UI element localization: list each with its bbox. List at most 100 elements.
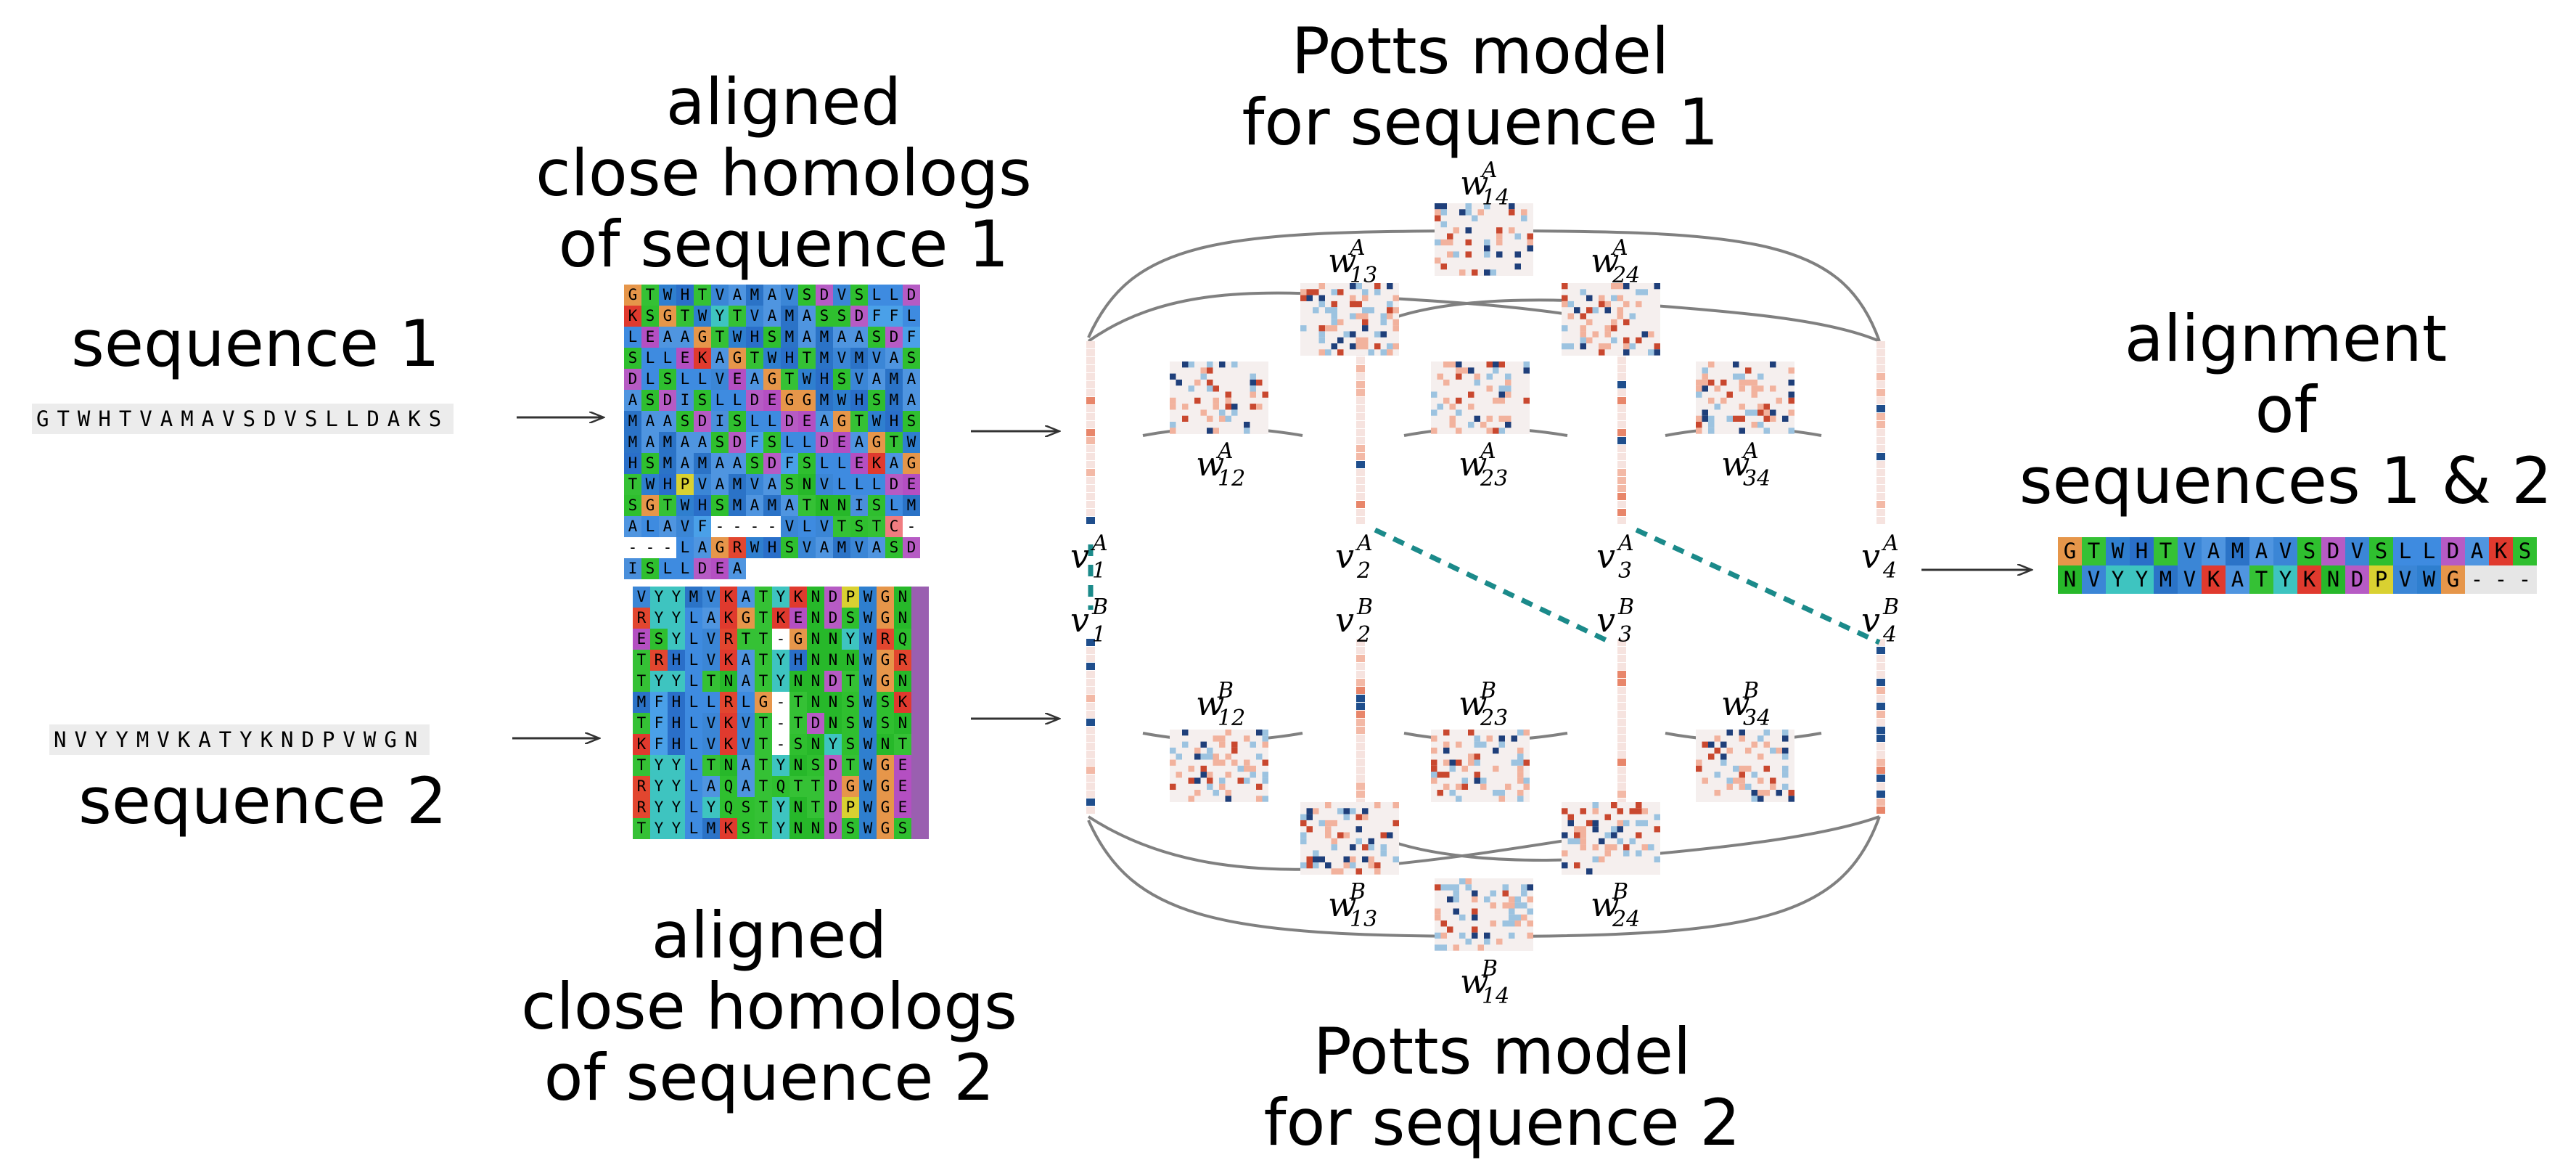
msa-cell: M bbox=[624, 411, 641, 432]
heatmap-cell bbox=[1733, 777, 1739, 784]
heatmap-cell bbox=[1313, 850, 1319, 857]
heatmap-cell bbox=[1498, 741, 1505, 748]
heatmap-cell bbox=[1182, 415, 1189, 422]
heatmap-cell bbox=[1496, 227, 1503, 234]
heatmap-cell bbox=[1521, 215, 1527, 221]
field-cell bbox=[1086, 421, 1095, 428]
heatmap-cell bbox=[1493, 747, 1499, 754]
msa-cell: N bbox=[807, 608, 824, 629]
heatmap-cell bbox=[1648, 349, 1654, 356]
alignment-cell: S bbox=[2369, 537, 2393, 565]
alignment-cell: D bbox=[2345, 565, 2369, 594]
heatmap-cell bbox=[1523, 362, 1530, 368]
heatmap-cell bbox=[1449, 404, 1456, 410]
heatmap-cell bbox=[1380, 319, 1387, 326]
msa-cell: S bbox=[885, 537, 903, 558]
heatmap-cell bbox=[1623, 301, 1630, 308]
msa-cell: T bbox=[798, 495, 816, 516]
msa-cell: W bbox=[903, 432, 920, 453]
heatmap-cell bbox=[1745, 367, 1752, 374]
field-cell bbox=[1617, 493, 1626, 500]
msa-cell: F bbox=[903, 327, 920, 348]
msa-cell: S bbox=[737, 797, 755, 818]
heatmap-cell bbox=[1207, 747, 1213, 754]
msa-cell: R bbox=[633, 608, 650, 629]
msa-cell: N bbox=[824, 713, 842, 734]
field-cell bbox=[1876, 775, 1885, 782]
heatmap-cell bbox=[1493, 362, 1499, 368]
heatmap-w23-b bbox=[1431, 730, 1530, 802]
field-cell bbox=[1876, 485, 1885, 492]
heatmap-cell bbox=[1440, 932, 1447, 939]
msa-cell: S bbox=[711, 495, 729, 516]
heatmap-cell bbox=[1592, 826, 1599, 833]
heatmap-cell bbox=[1250, 772, 1256, 778]
sequence-2-label: sequence 2 bbox=[78, 764, 448, 838]
field-cell bbox=[1086, 357, 1095, 364]
msa-cell: S bbox=[624, 495, 641, 516]
math-base: v bbox=[1070, 600, 1089, 640]
heatmap-cell bbox=[1763, 741, 1770, 748]
msa-cell: Y bbox=[772, 797, 789, 818]
msa-cell: W bbox=[859, 818, 877, 839]
heatmap-cell bbox=[1757, 422, 1764, 428]
arcs-model-a bbox=[1087, 229, 1881, 343]
msa-cell: S bbox=[833, 306, 850, 327]
msa-cell: T bbox=[833, 516, 850, 537]
heatmap-cell bbox=[1325, 349, 1332, 356]
msa-cell: M bbox=[694, 453, 711, 474]
field-cell bbox=[1876, 501, 1885, 508]
heatmap-cell bbox=[1306, 295, 1313, 301]
msa-cell: V bbox=[746, 474, 763, 495]
field-cell bbox=[1617, 751, 1626, 758]
msa-cell: N bbox=[807, 671, 824, 692]
field-cell bbox=[1876, 405, 1885, 412]
heatmap-cell bbox=[1580, 343, 1586, 350]
heatmap-cell bbox=[1611, 283, 1617, 290]
msa-cell: E bbox=[676, 348, 694, 369]
heatmap-cell bbox=[1387, 349, 1393, 356]
heatmap-cell bbox=[1244, 777, 1250, 784]
heatmap-cell bbox=[1586, 319, 1593, 326]
heatmap-cell bbox=[1739, 765, 1745, 772]
field-cell bbox=[1086, 759, 1095, 766]
heatmap-cell bbox=[1453, 227, 1459, 234]
heatmap-cell bbox=[1435, 215, 1441, 221]
heatmap-cell bbox=[1355, 814, 1362, 820]
heatmap-cell bbox=[1617, 808, 1623, 814]
math-sub: 34 bbox=[1743, 706, 1771, 731]
math-base: w bbox=[1460, 962, 1488, 1001]
math-sup: A bbox=[1215, 438, 1234, 464]
heatmap-cell bbox=[1465, 203, 1472, 210]
math-sub: 34 bbox=[1743, 466, 1771, 491]
heatmap-cell bbox=[1306, 862, 1313, 869]
msa-cell: - bbox=[772, 629, 789, 650]
field-cell bbox=[1086, 365, 1095, 372]
msa-cell: A bbox=[763, 306, 781, 327]
field-cell bbox=[1876, 735, 1885, 742]
field-cell bbox=[1617, 461, 1626, 468]
msa-cell: M bbox=[702, 818, 720, 839]
msa-cell: T bbox=[850, 411, 868, 432]
msa-cell: L bbox=[816, 453, 833, 474]
heatmap-cell bbox=[1604, 850, 1611, 857]
heatmap-cell bbox=[1337, 808, 1344, 814]
heatmap-cell bbox=[1262, 741, 1268, 748]
heatmap-cell bbox=[1751, 379, 1757, 386]
heatmap-cell bbox=[1745, 379, 1752, 386]
heatmap-cell bbox=[1300, 832, 1307, 838]
msa-cell: A bbox=[729, 285, 746, 306]
heatmap-cell bbox=[1331, 307, 1337, 314]
heatmap-cell bbox=[1435, 884, 1441, 891]
heatmap-cell bbox=[1641, 331, 1648, 338]
msa-cell: Y bbox=[668, 818, 685, 839]
heatmap-cell bbox=[1176, 379, 1182, 386]
heatmap-cell bbox=[1331, 838, 1337, 845]
msa-cell: S bbox=[903, 348, 920, 369]
field-cell bbox=[1356, 429, 1365, 436]
msa-cell: R bbox=[729, 537, 746, 558]
msa-cell: S bbox=[842, 608, 859, 629]
field-cell bbox=[1356, 711, 1365, 718]
msa-cell: S bbox=[659, 369, 676, 390]
